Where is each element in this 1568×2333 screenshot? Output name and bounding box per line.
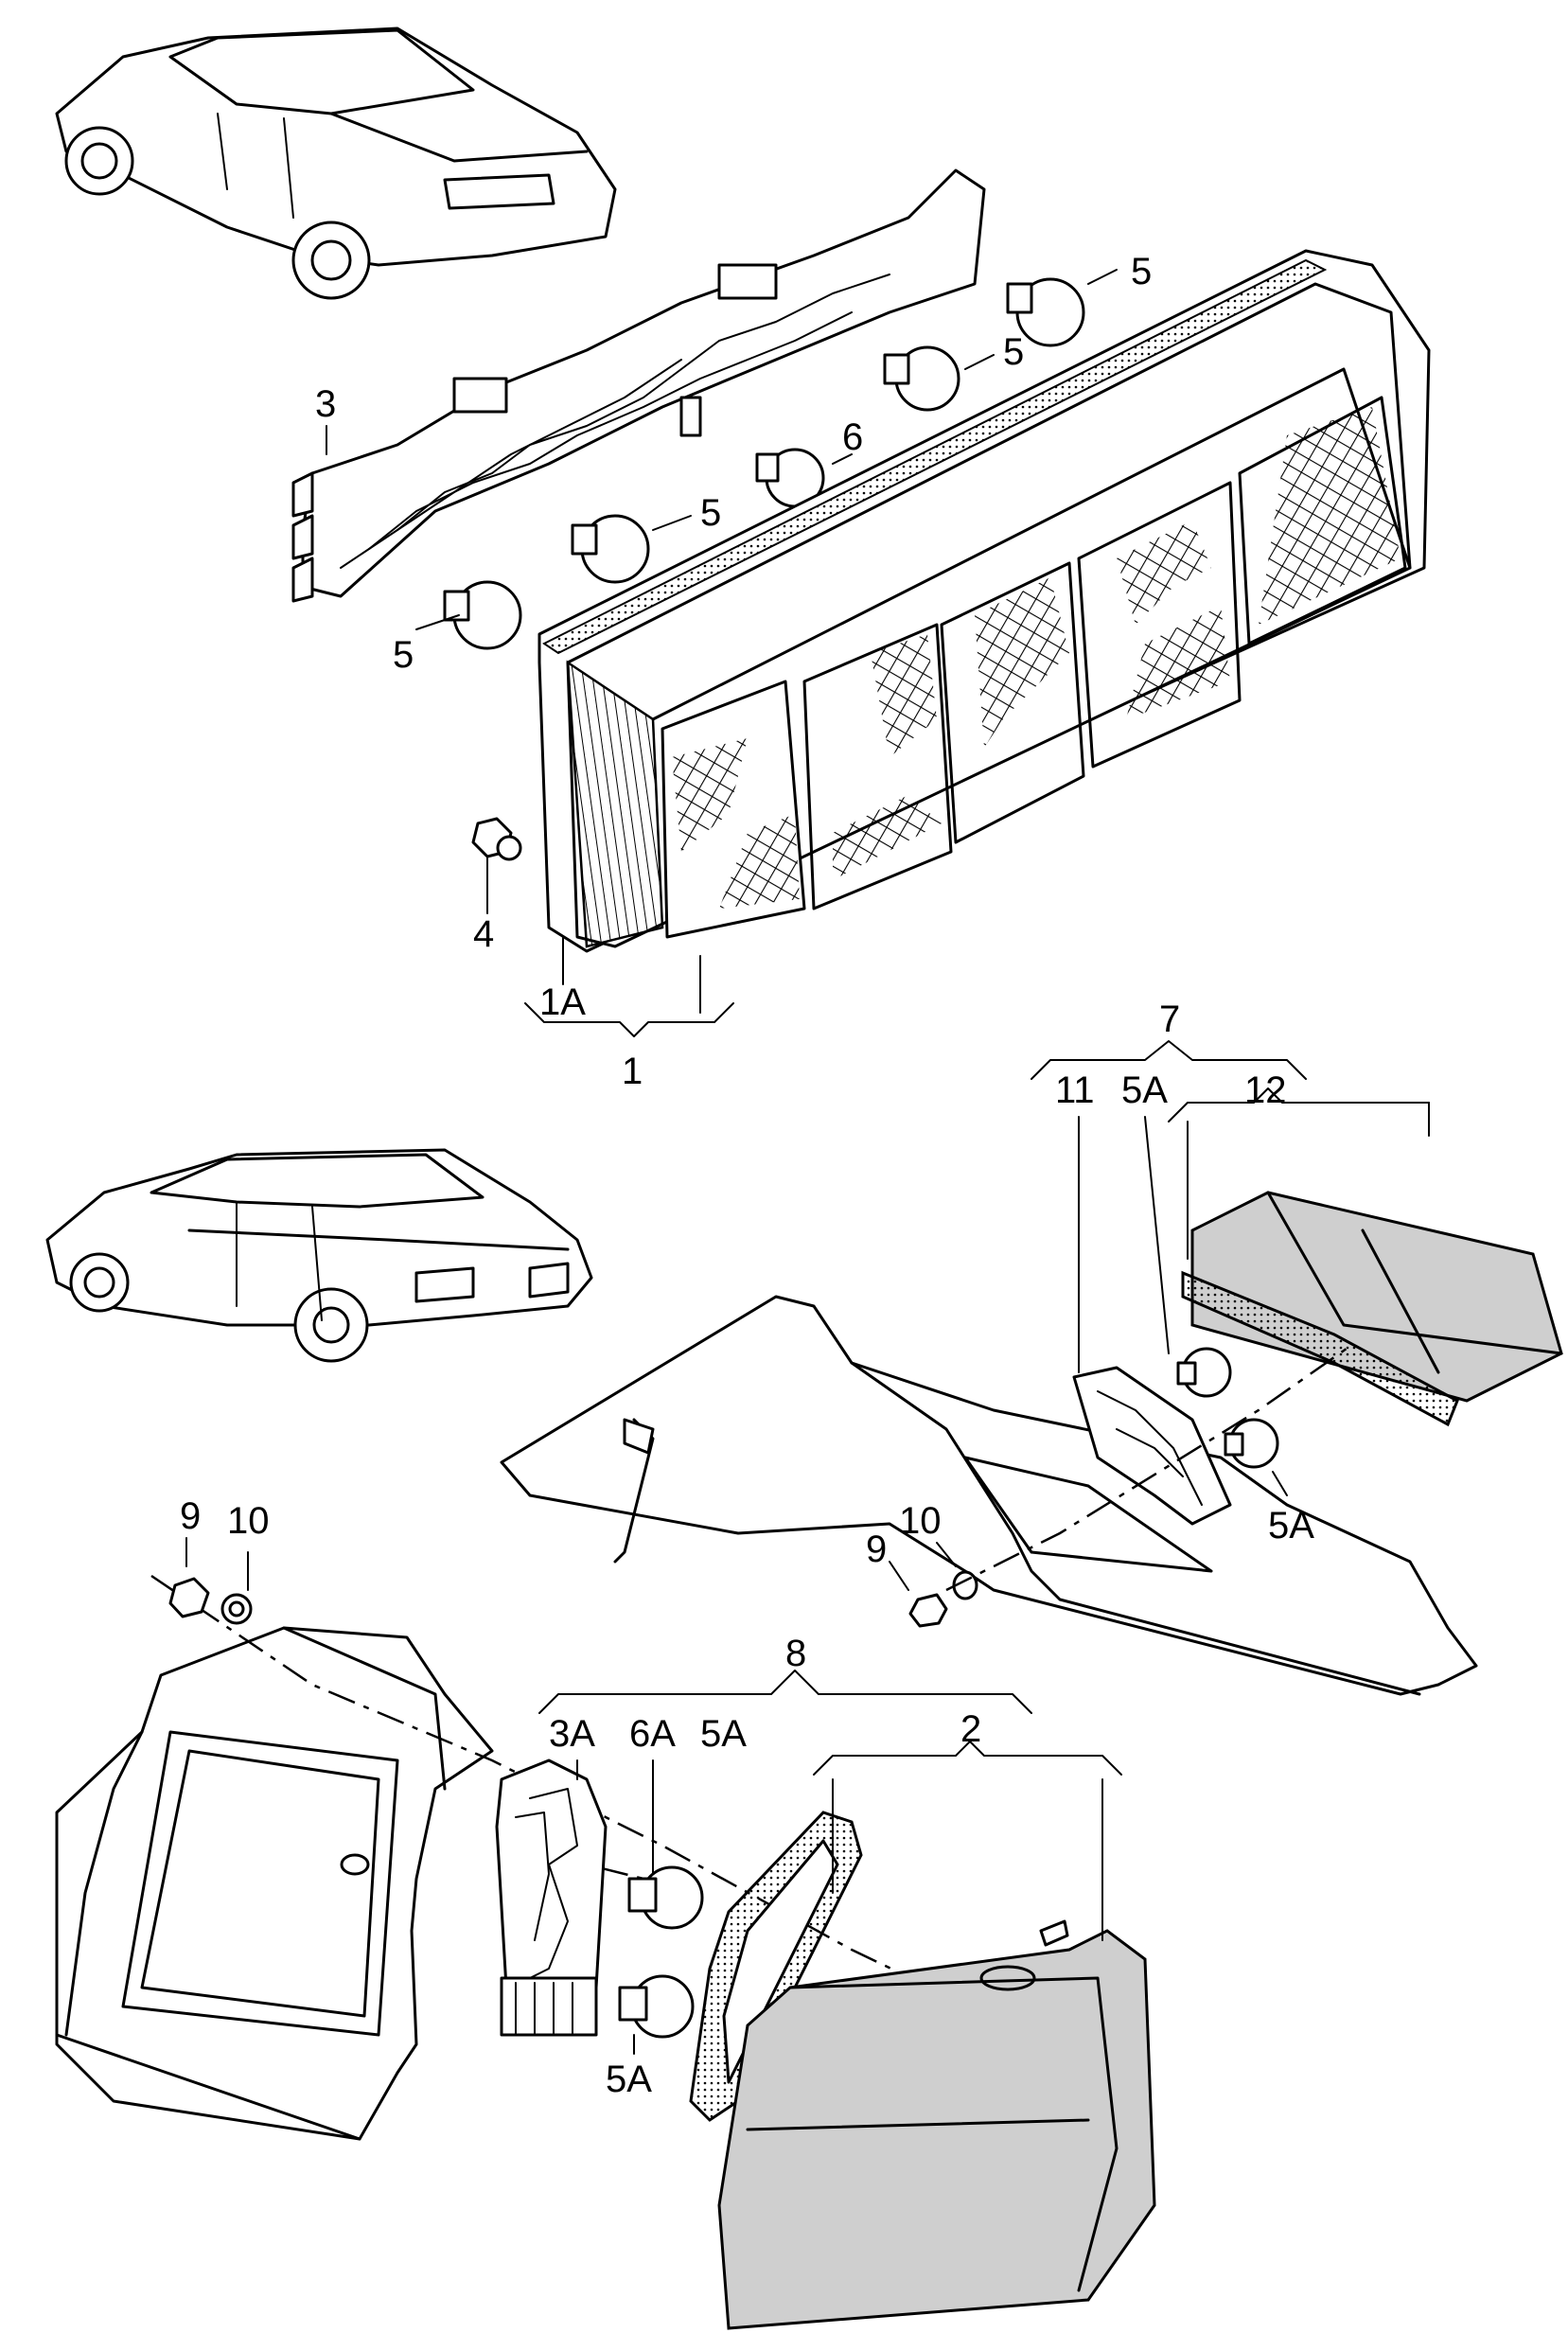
tail-lamp-lens-2 — [717, 1919, 1156, 2330]
callout-9-rear: 9 — [180, 1495, 201, 1537]
callout-10-trunk: 10 — [899, 1500, 942, 1542]
trunk-lid — [500, 1295, 1478, 1696]
callout-3: 3 — [315, 383, 336, 425]
bulb-icon-5A-rear — [618, 1974, 695, 2039]
leader-lines-bottom — [185, 1537, 1122, 2055]
callout-6: 6 — [842, 416, 863, 458]
car-illustration-top — [55, 27, 617, 300]
callout-8: 8 — [785, 1633, 806, 1674]
washer-icon-10-rear — [220, 1593, 253, 1625]
leader-lines-middle — [889, 1040, 1430, 1591]
callout-9-trunk: 9 — [866, 1529, 887, 1570]
nut-icon-9-rear — [168, 1577, 210, 1618]
bulb-holder-3A — [495, 1759, 608, 2037]
nut-icon-4 — [471, 817, 522, 861]
nut-icon-9-trunk — [908, 1593, 948, 1628]
bulb-icon-6A — [627, 1865, 704, 1930]
callout-2: 2 — [960, 1708, 981, 1750]
callout-5-top-right: 5 — [1131, 251, 1152, 292]
assembly-axis-trunk — [945, 1342, 1354, 1592]
callout-5A-rear-top: 5A — [700, 1713, 747, 1755]
callout-5A-lamp-side: 5A — [1268, 1505, 1314, 1546]
bulb-icon-5d — [443, 580, 522, 650]
callout-5A-rear-bottom: 5A — [606, 2059, 652, 2100]
callout-4: 4 — [473, 913, 494, 955]
rear-body-corner — [55, 1626, 494, 2141]
callout-6A: 6A — [629, 1713, 676, 1755]
callout-5-left: 5 — [393, 634, 414, 676]
bulb-icon-5b — [883, 345, 960, 412]
callout-5A-lamp-top: 5A — [1121, 1069, 1168, 1111]
car-illustration-middle — [45, 1148, 593, 1363]
callout-1A: 1A — [539, 981, 586, 1023]
callout-3A: 3A — [549, 1713, 595, 1755]
leader-lines-top — [326, 269, 1118, 1037]
callout-12: 12 — [1244, 1069, 1287, 1111]
callout-7: 7 — [1159, 999, 1180, 1040]
bulb-icon-5A-lamp-lower — [1224, 1418, 1279, 1469]
bulb-icon-5A-lamp-upper — [1176, 1347, 1232, 1398]
bulb-icon-5c — [571, 514, 650, 584]
bulb-holder-3 — [291, 168, 986, 603]
callout-11: 11 — [1055, 1069, 1095, 1111]
callout-labels: 3 5 5 6 5 5 4 1A 1 7 11 5A 12 5A 10 9 9 … — [180, 251, 1314, 2100]
license-lamp-lens-12 — [1181, 1191, 1563, 1427]
callout-10-rear: 10 — [227, 1500, 270, 1542]
tail-light-lens-1 — [537, 249, 1431, 953]
bulb-icon-6 — [755, 448, 825, 508]
bulb-holder-11 — [1072, 1366, 1232, 1526]
callout-1: 1 — [622, 1051, 643, 1092]
callout-5-second: 5 — [1003, 331, 1024, 373]
bulb-icon-5a — [1006, 277, 1085, 347]
callout-5-third: 5 — [700, 492, 721, 534]
